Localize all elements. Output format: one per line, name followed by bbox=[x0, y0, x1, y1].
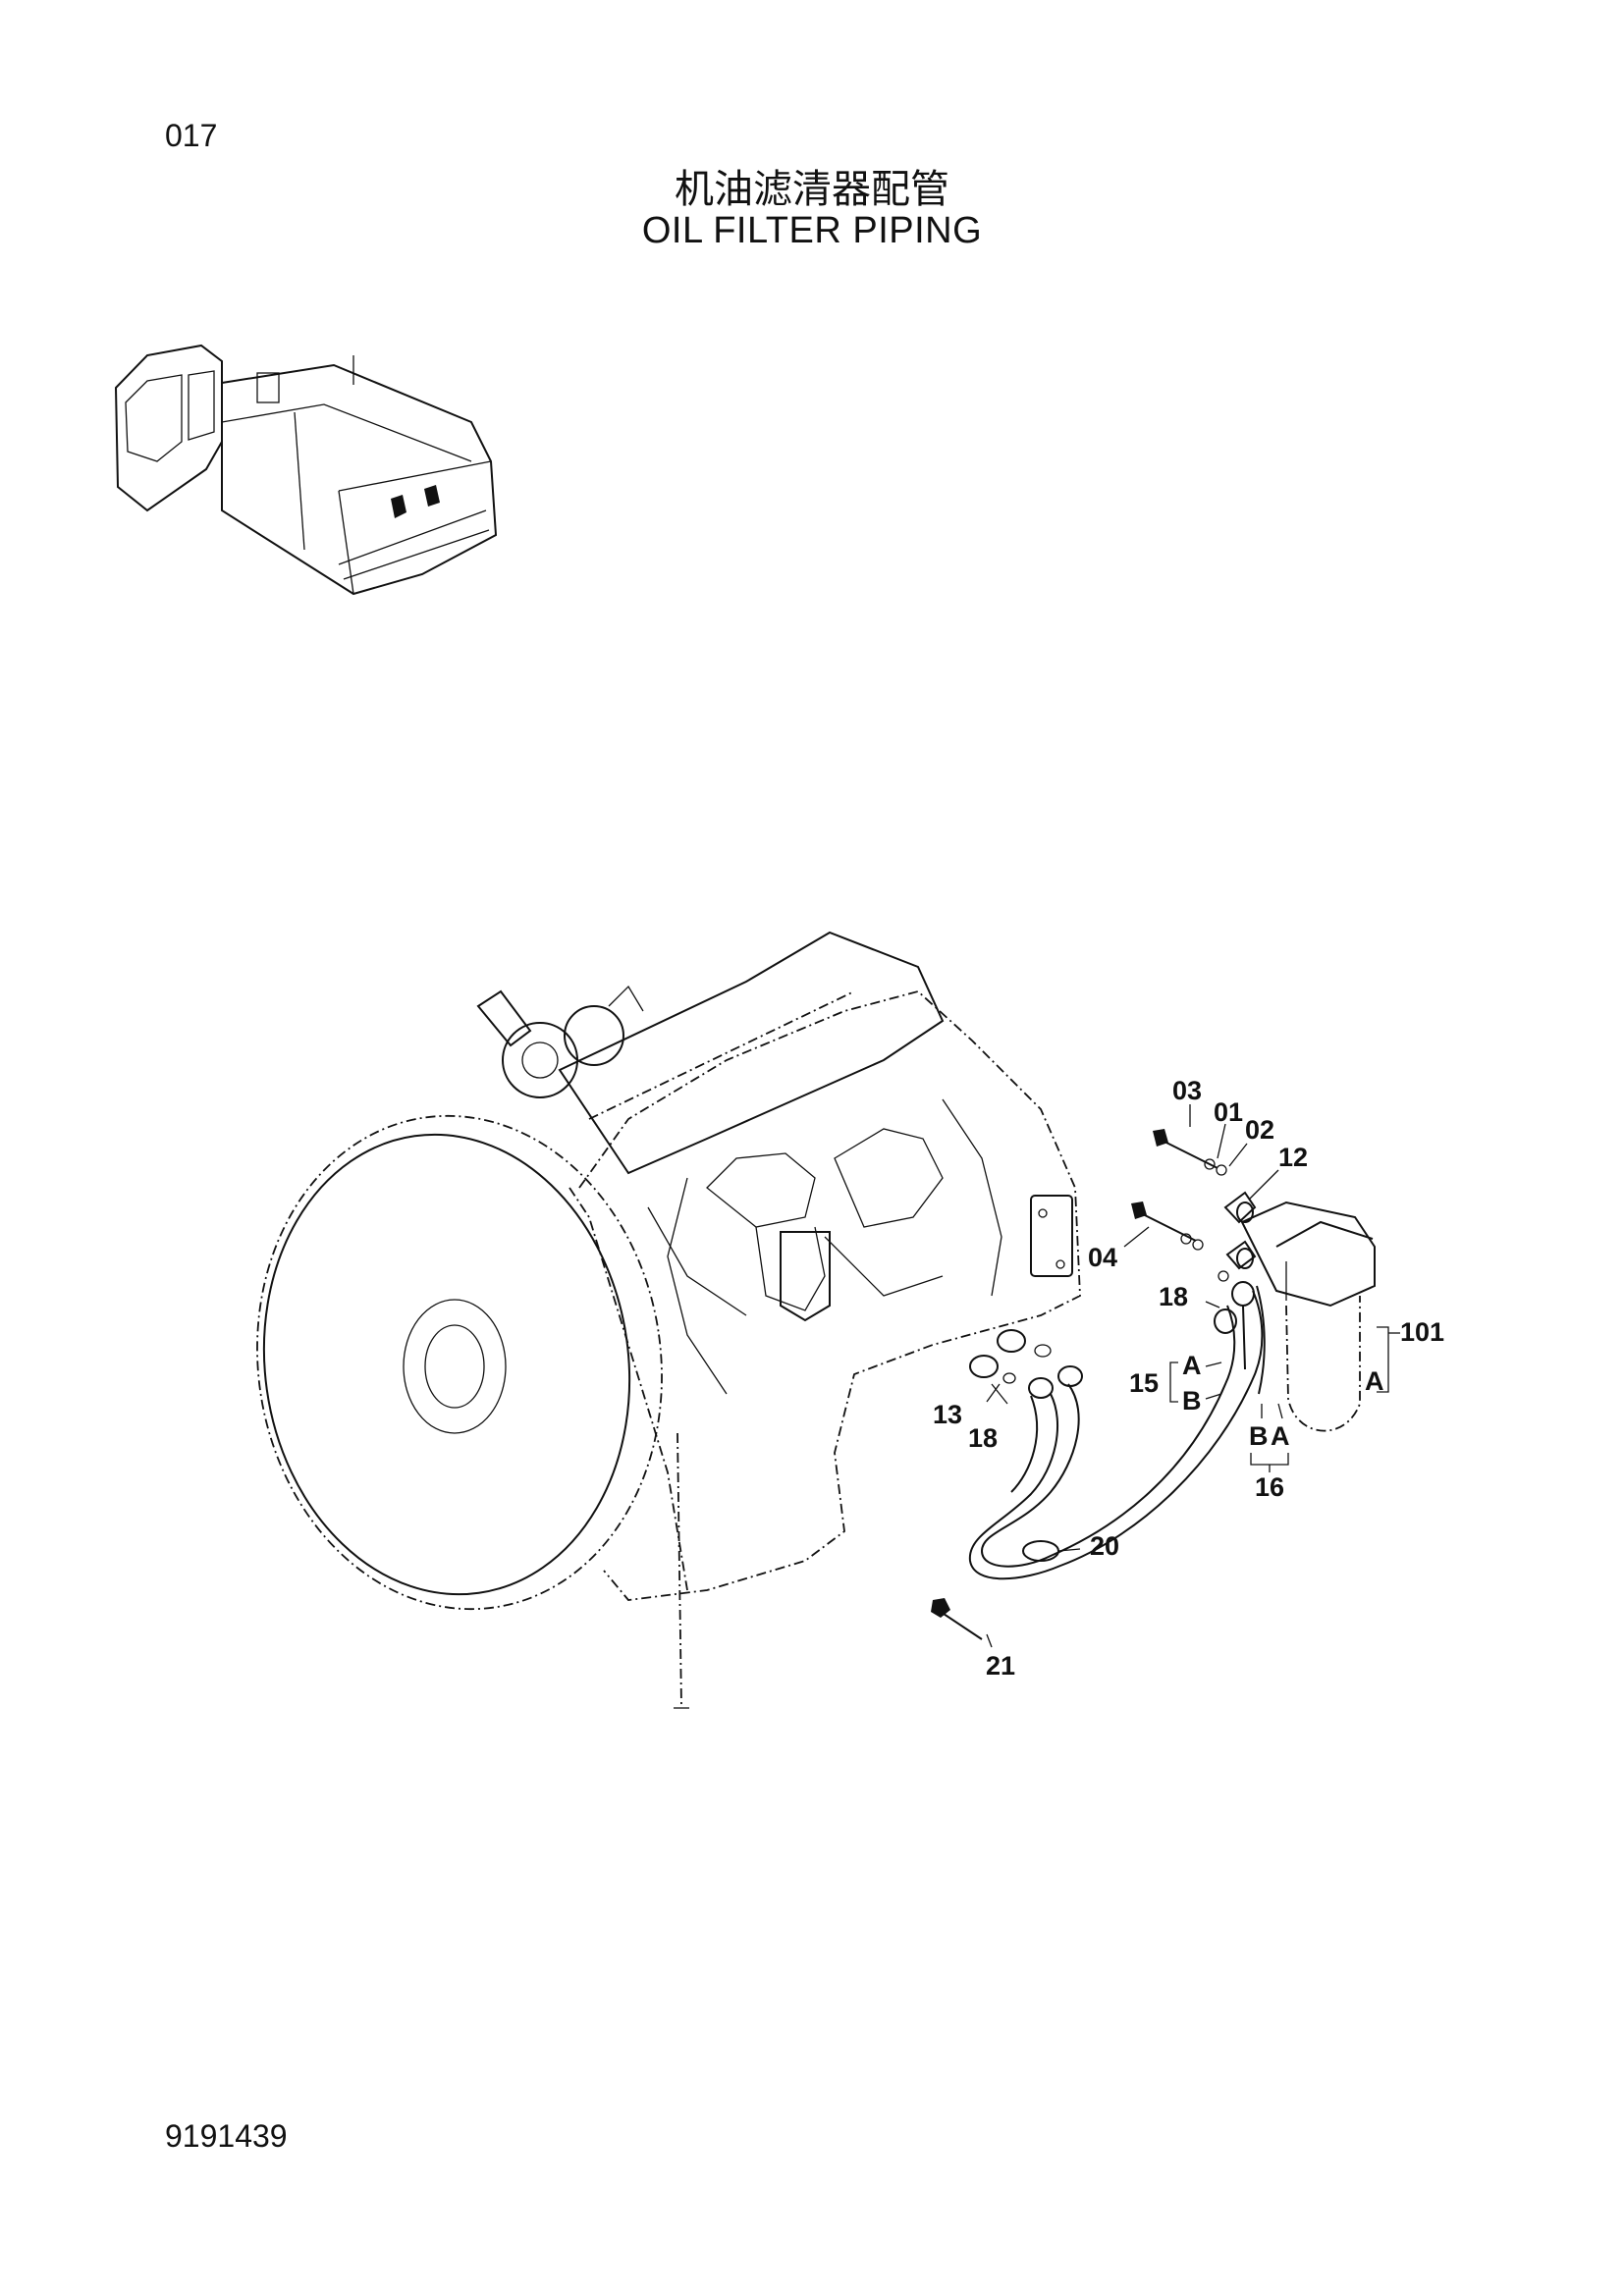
callout-21: 21 bbox=[986, 1651, 1015, 1681]
callout-labels: 03 01 02 12 04 18 101 A 15 A B 13 18 B A… bbox=[933, 1076, 1444, 1681]
oil-hoses bbox=[931, 1285, 1266, 1640]
callout-16: 16 bbox=[1255, 1472, 1284, 1502]
engine-fittings bbox=[969, 1329, 1083, 1399]
callout-13: 13 bbox=[933, 1400, 962, 1429]
callout-12: 12 bbox=[1278, 1143, 1308, 1172]
callout-16-b: B bbox=[1249, 1421, 1269, 1451]
document-code: 9191439 bbox=[165, 2118, 288, 2154]
callout-04: 04 bbox=[1088, 1243, 1117, 1272]
oil-filter bbox=[1131, 1129, 1376, 1432]
callout-15-a: A bbox=[1182, 1351, 1202, 1380]
callout-16-a: A bbox=[1271, 1421, 1290, 1451]
callout-01: 01 bbox=[1214, 1097, 1243, 1127]
callout-15: 15 bbox=[1129, 1368, 1159, 1398]
page-number: 017 bbox=[165, 118, 218, 153]
callout-20: 20 bbox=[1090, 1531, 1119, 1561]
callout-101: 101 bbox=[1400, 1317, 1444, 1347]
callout-02: 02 bbox=[1245, 1115, 1274, 1145]
engine-assembly bbox=[256, 931, 1081, 1709]
title-chinese: 机油滤清器配管 bbox=[675, 167, 949, 212]
callout-18-lower: 18 bbox=[968, 1423, 998, 1453]
excavator-thumbnail bbox=[114, 344, 498, 596]
callout-15-b: B bbox=[1182, 1386, 1202, 1415]
callout-03: 03 bbox=[1172, 1076, 1202, 1105]
callout-18-upper: 18 bbox=[1159, 1282, 1188, 1311]
callout-101-a: A bbox=[1365, 1366, 1384, 1396]
leader-lines bbox=[986, 1104, 1400, 1648]
title-english: OIL FILTER PIPING bbox=[641, 210, 983, 251]
